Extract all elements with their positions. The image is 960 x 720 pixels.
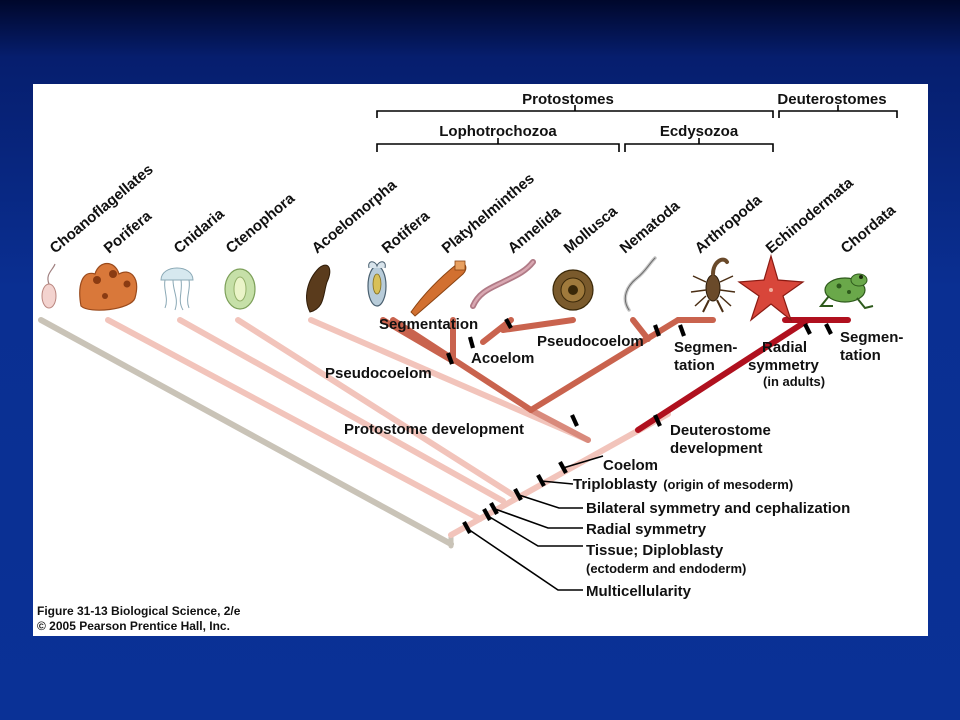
- sea-star-illustration: [737, 253, 805, 322]
- label-pseudocoelom-right: Pseudocoelom: [537, 333, 644, 350]
- label-segmentation-chordata-1: Segmen-: [840, 329, 903, 346]
- tick-pseudocoelom-left: [446, 352, 454, 365]
- label-deuterostome-development-1: Deuterostome: [670, 422, 771, 439]
- tick-radial: [489, 501, 499, 516]
- branch-porifera: [105, 317, 483, 522]
- branch-mollusca: [500, 317, 576, 333]
- label-deuterostome-development-2: development: [670, 440, 763, 457]
- label-tissue-diploblasty: Tissue; Diploblasty: [586, 542, 724, 559]
- branch-acoelomorpha: [308, 317, 591, 443]
- taxon-rotifera: Rotifera: [379, 207, 434, 257]
- tick-segmentation: [504, 317, 513, 330]
- taxon-arthropoda: Arthropoda: [692, 191, 766, 257]
- leader-tissue: [487, 515, 583, 547]
- label-radial-symmetry-adults-3: (in adults): [763, 374, 825, 389]
- taxon-chordata: Chordata: [838, 201, 900, 257]
- label-radial-symmetry-adults-2: symmetry: [748, 357, 820, 374]
- label-protostome-development: Protostome development: [344, 421, 524, 438]
- tick-pseudocoelom-right: [653, 324, 661, 337]
- comb-jelly-illustration: [224, 268, 256, 310]
- rotifer-illustration: [367, 261, 387, 307]
- earthworm-illustration: [470, 259, 536, 309]
- tick-segmentation-chordata: [824, 323, 833, 335]
- label-lophotrochozoa: Lophotrochozoa: [439, 123, 557, 140]
- label-deuterostomes: Deuterostomes: [777, 91, 886, 108]
- label-triploblasty: Triploblasty: [573, 476, 658, 493]
- taxon-porifera: Porifera: [101, 207, 156, 257]
- leader-coelom: [562, 455, 604, 469]
- jellyfish-illustration: [160, 267, 194, 311]
- label-radial-symmetry: Radial symmetry: [586, 521, 707, 538]
- phylogeny-figure: Protostomes Deuterostomes Lophotrochozoa…: [33, 84, 928, 636]
- branch-cnidaria: [177, 317, 506, 504]
- figure-caption-line1: Figure 31-13 Biological Science, 2/e: [37, 604, 241, 618]
- taxon-nematoda: Nematoda: [617, 197, 684, 257]
- label-coelom: Coelom: [603, 457, 658, 474]
- organism-illustrations: [41, 253, 874, 322]
- tick-triploblasty: [536, 473, 546, 488]
- snail-illustration: [552, 269, 594, 311]
- tick-protostome-development: [570, 414, 579, 427]
- tick-multicellularity: [462, 520, 472, 535]
- branch-lophotrochozoa: [390, 317, 534, 413]
- tick-tissue: [482, 507, 492, 522]
- label-protostomes: Protostomes: [522, 91, 614, 108]
- sponge-illustration: [79, 262, 138, 311]
- choanoflagellate-illustration: [41, 263, 57, 309]
- label-triploblasty-line: Triploblasty (origin of mesoderm): [573, 476, 793, 493]
- taxon-annelida: Annelida: [505, 203, 565, 257]
- label-acoelom: Acoelom: [471, 350, 534, 367]
- trait-labels: Segmentation Acoelom Pseudocoelom Pseudo…: [325, 316, 903, 600]
- tick-bilateral: [513, 487, 523, 502]
- group-braces: [376, 105, 898, 152]
- taxon-cnidaria: Cnidaria: [171, 205, 228, 257]
- label-radial-symmetry-adults-1: Radial: [762, 339, 807, 356]
- branch-ctenophora: [235, 317, 516, 498]
- leader-bilateral: [518, 494, 583, 509]
- tick-segmentation-arthropoda: [678, 324, 686, 337]
- leader-radial: [494, 508, 583, 529]
- label-segmentation: Segmentation: [379, 316, 478, 333]
- acoelomorph-illustration: [306, 264, 331, 313]
- label-bilateral-symmetry: Bilateral symmetry and cephalization: [586, 500, 850, 517]
- scorpion-illustration: [690, 257, 736, 313]
- leader-lines: [467, 455, 604, 591]
- brace-deuterostomes: [778, 105, 898, 118]
- label-ecdysozoa: Ecdysozoa: [660, 123, 739, 140]
- branch-choanoflagellates: [38, 317, 454, 547]
- tick-radial-symmetry-adults: [803, 323, 812, 335]
- branch-nematoda: [630, 317, 651, 342]
- taxon-mollusca: Mollusca: [561, 202, 622, 257]
- label-tissue-note: (ectoderm and endoderm): [586, 561, 746, 576]
- frog-illustration: [818, 273, 874, 310]
- branch-deuterostomes: [635, 317, 811, 433]
- flatworm-illustration: [410, 260, 467, 317]
- label-segmentation-arthropoda-1: Segmen-: [674, 339, 737, 356]
- leader-multicellularity: [467, 528, 583, 591]
- branch-ecdysozoa: [528, 317, 681, 413]
- phylogeny-diagram: Protostomes Deuterostomes Lophotrochozoa…: [37, 91, 903, 633]
- tick-acoelom: [467, 336, 476, 349]
- brace-ecdysozoa: [624, 138, 774, 152]
- figure-caption-line2: © 2005 Pearson Prentice Hall, Inc.: [37, 619, 230, 633]
- tree-branches: [38, 317, 851, 549]
- taxon-ctenophora: Ctenophora: [223, 190, 299, 258]
- tick-deuterostome-development: [653, 414, 662, 427]
- brace-lophotrochozoa: [376, 138, 620, 152]
- branch-rotifera: [380, 317, 456, 364]
- taxon-labels: Choanoflagellates Porifera Cnidaria Cten…: [47, 161, 900, 257]
- label-pseudocoelom-left: Pseudocoelom: [325, 365, 432, 382]
- branch-protostomes: [528, 407, 591, 443]
- label-multicellularity: Multicellularity: [586, 583, 692, 600]
- brace-protostomes: [376, 105, 774, 118]
- leader-triploblasty: [540, 480, 574, 485]
- label-segmentation-chordata-2: tation: [840, 347, 881, 364]
- label-triploblasty-note: (origin of mesoderm): [663, 477, 793, 492]
- roundworm-illustration: [623, 256, 657, 312]
- label-segmentation-arthropoda-2: tation: [674, 357, 715, 374]
